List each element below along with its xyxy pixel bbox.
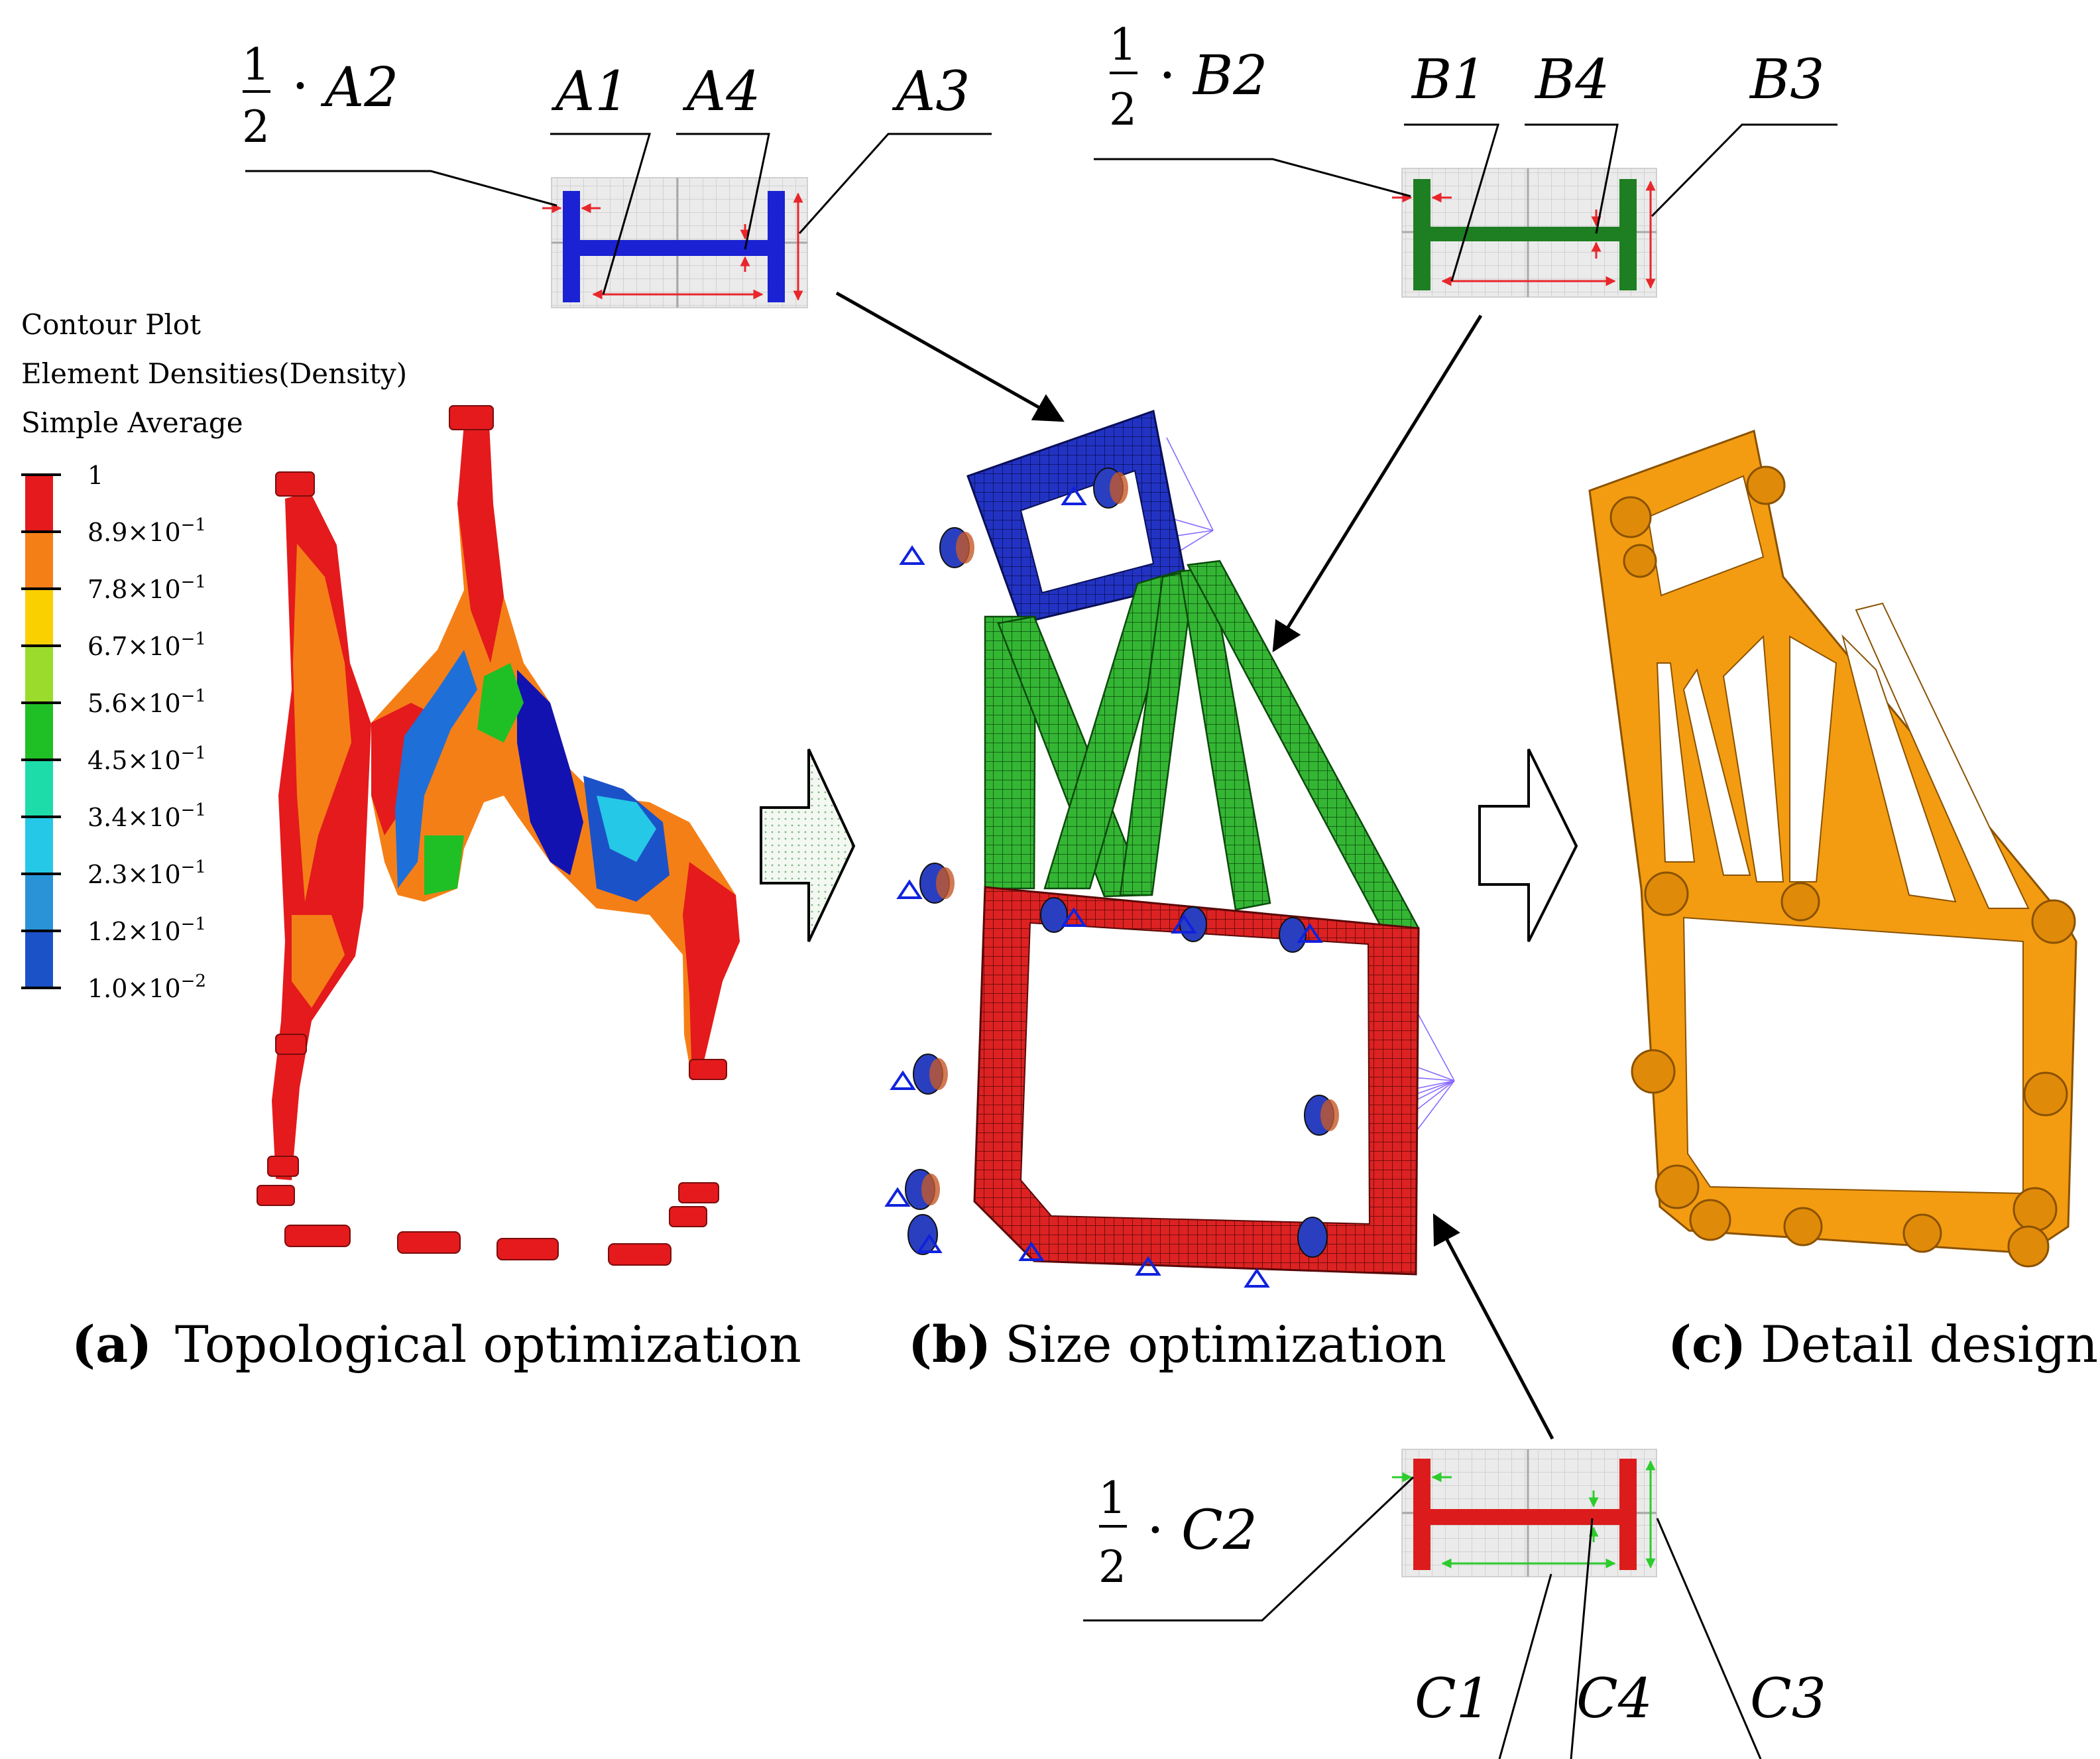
legend-band: [25, 760, 53, 817]
section-c-left-flange: [1413, 1459, 1430, 1570]
section-c-label-c2: C2: [1181, 1499, 1257, 1562]
caption-c-text: Detail design: [1761, 1315, 2098, 1374]
legend-band: [25, 646, 53, 703]
section-c-half-den: 2: [1098, 1542, 1126, 1593]
legend-tick-label: 2.3×10−1: [88, 857, 206, 889]
section-b-dot: ·: [1159, 44, 1176, 107]
section-b-web: [1430, 227, 1619, 241]
section-pointer-arrows: [835, 291, 1554, 1440]
section-c-right-flange: [1619, 1459, 1637, 1570]
section-c-label-c3: C3: [1750, 1668, 1826, 1730]
section-b-half-num: 1: [1109, 19, 1137, 70]
section-a-right-flange: [768, 191, 785, 302]
legend-tick-label: 1.0×10−2: [88, 971, 206, 1003]
legend-tick-label: 5.6×10−1: [88, 686, 206, 718]
legend-title: Contour Plot: [21, 308, 201, 341]
section-b-label-b2: B2: [1192, 44, 1267, 107]
section-b-right-flange: [1619, 179, 1637, 290]
section-a-half-den: 2: [242, 101, 270, 152]
legend-tick-label: 3.4×10−1: [88, 800, 206, 832]
section-a-label-a2: A2: [320, 56, 398, 119]
legend-tick-label: 6.7×10−1: [88, 629, 206, 661]
section-c-web: [1430, 1509, 1619, 1525]
section-a-half-num: 1: [242, 39, 270, 90]
legend-band: [25, 874, 53, 931]
section-a-labels: 1 2 · A2 A1 A4 A3: [242, 39, 970, 152]
section-a-diagram: [245, 133, 992, 308]
detail-design-frame: [1588, 429, 2077, 1268]
caption-a-tag: (a): [72, 1315, 152, 1374]
flow-arrow-b-to-c: [1478, 749, 1578, 942]
section-c-dot: ·: [1147, 1499, 1164, 1562]
caption-c: (c) Detail design: [1668, 1315, 2098, 1374]
section-a-left-flange: [563, 191, 580, 302]
density-legend: Contour Plot Element Densities(Density) …: [21, 308, 407, 1003]
legend-tick-labels: 1 8.9×10−1 7.8×10−1 6.7×10−1 5.6×10−1 4.5×10−…: [21, 461, 206, 1003]
caption-b: (b) Size optimization: [908, 1315, 1446, 1374]
section-b-diagram: [1094, 123, 1838, 298]
legend-tick-label: 7.8×10−1: [88, 572, 206, 604]
section-a-label-a1: A1: [551, 60, 629, 123]
legend-band: [25, 817, 53, 874]
legend-subtitle: Element Densities(Density): [21, 357, 407, 390]
legend-band: [25, 703, 53, 760]
section-c-label-c4: C4: [1576, 1668, 1653, 1730]
caption-b-text: Size optimization: [1005, 1315, 1446, 1374]
section-a-dot: ·: [292, 55, 309, 118]
section-a-label-a3: A3: [892, 60, 970, 123]
section-c-diagram: [1083, 1449, 1762, 1759]
section-a-web: [580, 240, 768, 256]
legend-tick-label: 8.9×10−1: [88, 515, 206, 547]
topology-result: [257, 405, 740, 1266]
flow-arrow-a-to-b: [760, 749, 856, 942]
legend-average: Simple Average: [21, 406, 243, 439]
caption-a-text: Topological optimization: [175, 1315, 801, 1374]
section-c-half-num: 1: [1098, 1473, 1126, 1524]
section-c-label-c1: C1: [1415, 1668, 1491, 1730]
size-optimization-mesh: [884, 410, 1455, 1288]
section-b-label-b1: B1: [1411, 48, 1486, 111]
legend-band: [25, 475, 53, 532]
section-b-left-flange: [1413, 179, 1430, 290]
legend-band: [25, 589, 53, 646]
section-b-half-den: 2: [1109, 84, 1137, 135]
section-b-label-b4: B4: [1534, 48, 1609, 111]
section-a-label-a4: A4: [682, 60, 760, 123]
legend-band: [25, 931, 53, 988]
section-b-labels: 1 2 · B2 B1 B4 B3: [1109, 19, 1824, 135]
caption-b-tag: (b): [908, 1315, 991, 1374]
legend-tick-label: 1.2×10−1: [88, 914, 206, 946]
constraint-symbols: [884, 467, 1339, 1288]
caption-a: (a) Topological optimization: [72, 1315, 801, 1374]
caption-c-tag: (c): [1668, 1315, 1746, 1374]
legend-band: [25, 532, 53, 589]
section-c-labels: 1 2 · C2 C1 C4 C3: [1098, 1473, 1826, 1730]
legend-color-bar: [25, 475, 53, 988]
legend-tick-label: 4.5×10−1: [88, 743, 206, 775]
section-b-label-b3: B3: [1749, 48, 1824, 111]
legend-tick-label: 1: [88, 461, 103, 490]
